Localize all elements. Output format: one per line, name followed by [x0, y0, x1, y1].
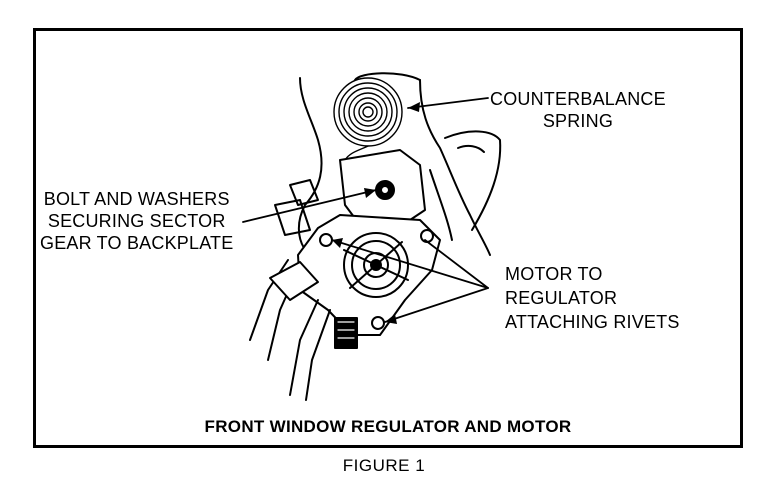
regulator-rails — [249, 259, 358, 401]
label-line: SECURING SECTOR — [47, 211, 226, 231]
label-line: ATTACHING RIVETS — [505, 312, 680, 332]
leader-arrowheads — [332, 102, 420, 324]
sector-arm — [429, 130, 502, 241]
label-line: COUNTERBALANCE — [490, 89, 666, 109]
label-line: GEAR TO BACKPLATE — [40, 233, 234, 253]
leader-lines — [242, 97, 489, 323]
bolt-washers-label: BOLT AND WASHERS SECURING SECTOR GEAR TO… — [40, 188, 233, 254]
figure-frame — [33, 28, 743, 448]
counterbalance-spring — [333, 77, 403, 161]
sector-gear — [274, 149, 426, 236]
label-line: SPRING — [542, 111, 614, 131]
label-line: BOLT AND WASHERS — [43, 189, 230, 209]
label-line: REGULATOR — [505, 288, 618, 308]
label-line: MOTOR TO — [505, 264, 603, 284]
motor-rivets-label: MOTOR TO REGULATOR ATTACHING RIVETS — [505, 262, 680, 334]
figure-caption: FRONT WINDOW REGULATOR AND MOTOR — [204, 417, 572, 436]
counterbalance-spring-label: COUNTERBALANCE SPRING — [490, 88, 666, 132]
backplate — [297, 72, 491, 256]
figure-number: FIGURE 1 — [342, 456, 426, 475]
motor-assembly — [297, 214, 441, 336]
